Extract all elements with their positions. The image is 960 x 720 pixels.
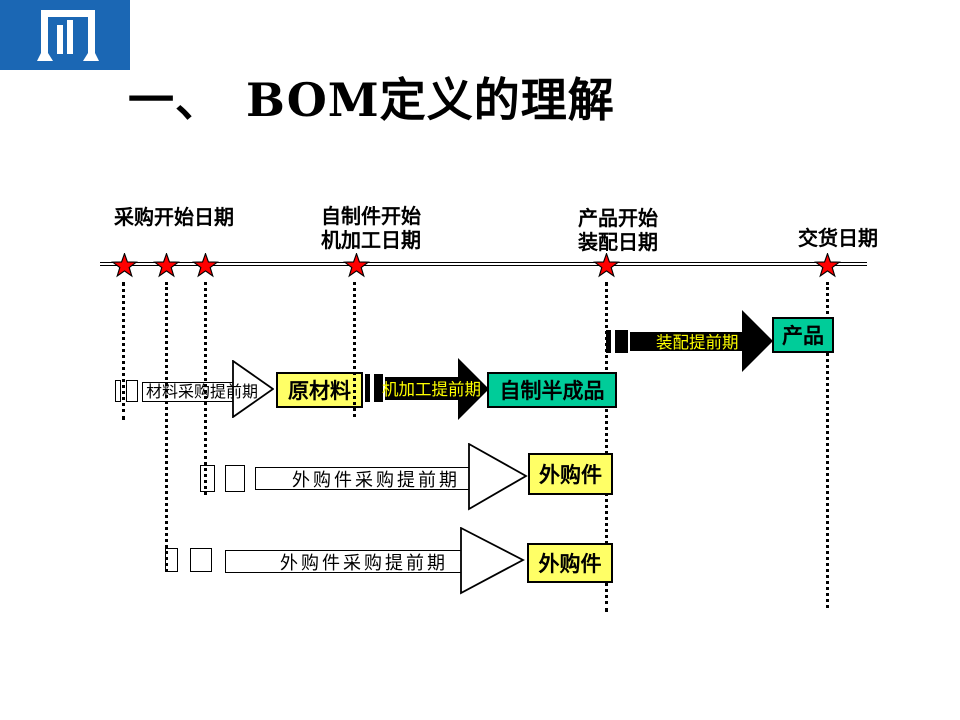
milestone-label-machining-start: 自制件开始 机加工日期 bbox=[321, 206, 421, 252]
assembly-leadtime-label: 装配提前期 bbox=[656, 334, 739, 352]
title-divider bbox=[0, 152, 960, 154]
arrow-stripe bbox=[200, 465, 215, 492]
arrow-stripe bbox=[225, 465, 245, 492]
raw-material-box: 原材料 bbox=[276, 372, 363, 408]
arrow-stripe bbox=[615, 330, 628, 353]
dotted-connector bbox=[122, 282, 125, 420]
dotted-connector bbox=[826, 282, 829, 608]
machining-leadtime-label: 机加工提前期 bbox=[382, 381, 481, 399]
product-box: 产品 bbox=[772, 317, 834, 353]
dotted-connector bbox=[204, 282, 207, 495]
star-icon bbox=[593, 253, 620, 278]
milestone-label-assembly-start: 产品开始 装配日期 bbox=[578, 208, 658, 254]
arrow-stripe bbox=[126, 380, 138, 402]
semi-finished-box: 自制半成品 bbox=[487, 372, 617, 408]
arrowhead-icon bbox=[460, 527, 525, 595]
arrow-stripe bbox=[190, 548, 212, 572]
purchased-parts-box: 外购件 bbox=[528, 453, 613, 495]
building-gate-icon bbox=[37, 10, 99, 61]
arrowhead-icon bbox=[742, 310, 773, 372]
company-logo bbox=[0, 0, 130, 70]
timeline-axis bbox=[100, 262, 867, 266]
arrowhead-icon bbox=[458, 358, 489, 420]
milestone-label-purchase-start: 采购开始日期 bbox=[114, 207, 234, 229]
dotted-connector bbox=[605, 282, 608, 612]
arrow-stripe bbox=[606, 330, 611, 353]
star-icon bbox=[111, 253, 138, 278]
machining-arrow-body bbox=[385, 377, 460, 400]
arrowhead-icon bbox=[468, 443, 528, 511]
arrowhead-icon bbox=[232, 360, 274, 418]
star-icon bbox=[153, 253, 180, 278]
arrow-stripe bbox=[374, 374, 383, 402]
page-title: 一、 BOM定义的理解 bbox=[128, 73, 615, 127]
dotted-connector bbox=[353, 282, 356, 417]
star-icon bbox=[814, 253, 841, 278]
purchased-parts-box: 外购件 bbox=[527, 543, 613, 583]
arrow-stripe bbox=[115, 380, 121, 402]
material-leadtime-label: 材料采购提前期 bbox=[146, 384, 259, 401]
purchased2-leadtime-label: 外购件采购提前期 bbox=[280, 553, 448, 573]
dotted-connector bbox=[165, 282, 168, 572]
milestone-label-delivery-date: 交货日期 bbox=[798, 228, 878, 250]
star-icon bbox=[343, 253, 370, 278]
arrow-stripe bbox=[365, 374, 370, 402]
purchased1-leadtime-label: 外购件采购提前期 bbox=[292, 470, 460, 490]
star-icon bbox=[192, 253, 219, 278]
assembly-arrow-body bbox=[630, 332, 743, 351]
